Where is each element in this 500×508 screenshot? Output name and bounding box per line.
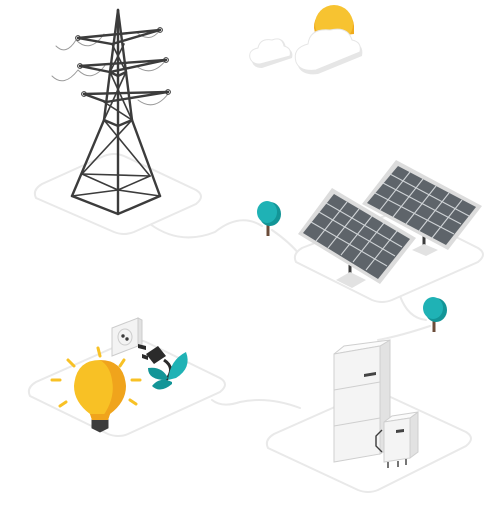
light-bulb-icon — [50, 346, 142, 433]
path-cabinet-to-bulb-area — [211, 399, 301, 409]
solar-panel-icon — [362, 160, 482, 256]
inverter-icon — [375, 411, 419, 468]
weather-group — [249, 5, 363, 75]
connection-paths — [149, 219, 431, 409]
solar-panel-icon — [298, 188, 416, 288]
cloud-icon — [294, 28, 363, 75]
sprout-icon — [148, 352, 188, 390]
tree-icon — [257, 201, 281, 236]
battery-cabinet-icon — [333, 339, 391, 463]
solar-panel-array — [298, 160, 482, 288]
bulb-platform — [27, 339, 226, 437]
path-tower-to-tree — [149, 219, 263, 239]
path-panels-to-tree — [399, 295, 427, 321]
cloud-icon — [249, 38, 293, 68]
power-tower-icon — [51, 8, 171, 216]
path-tree-to-cabinet — [377, 325, 431, 341]
tree-icon — [423, 297, 447, 332]
